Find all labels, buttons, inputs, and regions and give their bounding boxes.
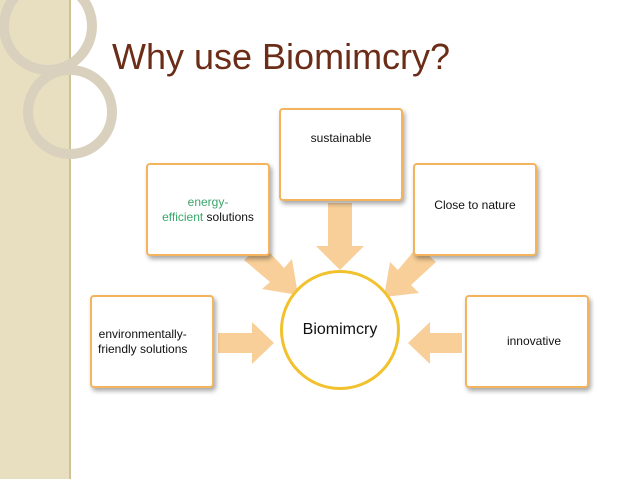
env-line2: friendly solutions (98, 341, 188, 356)
node-innovative: innovative (465, 295, 589, 388)
page-title: Why use Biomimcry? (112, 36, 451, 77)
arrow-upper-left (244, 244, 298, 295)
arrow-upper-right (384, 246, 436, 297)
efficient-text: efficient (162, 209, 204, 224)
hub-biomimcry: Biomimcry (280, 270, 400, 390)
node-energy-efficient-label: energy- efficient solutions (162, 195, 254, 225)
solutions-text: solutions (203, 209, 254, 224)
arrow-right (408, 322, 462, 364)
node-sustainable: sustainable (279, 108, 403, 201)
node-environmentally-friendly: environmentally- friendly solutions (90, 295, 214, 388)
arrow-top (316, 203, 364, 270)
node-close-to-nature: Close to nature (413, 163, 537, 256)
energy-text: energy- (187, 194, 229, 209)
node-innovative-label: innovative (506, 334, 561, 348)
node-close-to-nature-label: Close to nature (434, 198, 516, 212)
arrow-left (218, 322, 274, 364)
node-environmentally-friendly-label: environmentally- friendly solutions (98, 327, 187, 357)
env-line1: environmentally- (98, 326, 187, 341)
hub-label: Biomimcry (302, 321, 378, 338)
node-sustainable-label: sustainable (310, 131, 372, 145)
decorative-rings-icon (0, 0, 117, 159)
decorative-side-band (0, 0, 71, 479)
node-energy-efficient: energy- efficient solutions (146, 163, 270, 256)
